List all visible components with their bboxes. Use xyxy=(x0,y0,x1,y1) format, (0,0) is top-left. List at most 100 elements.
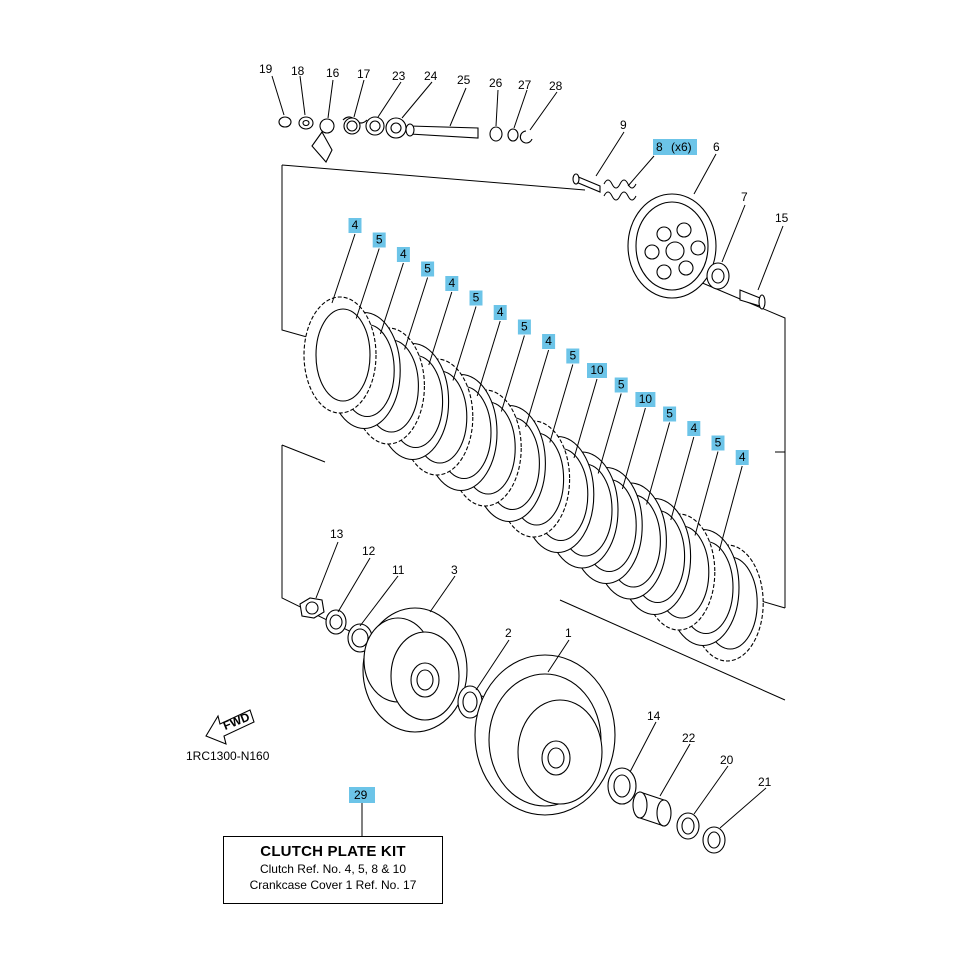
callout-1: 1 xyxy=(565,626,572,640)
callout-12: 12 xyxy=(362,544,376,558)
plate-label-highlight-2 xyxy=(372,232,386,248)
callout-16: 16 xyxy=(326,66,340,80)
plate-label-highlight-16 xyxy=(711,435,725,451)
plate-label-7: 4 xyxy=(497,305,504,319)
plate-leader-10 xyxy=(549,364,574,443)
plate-leader-5 xyxy=(428,291,453,366)
lower-callout-labels: 13 12 11 3 2 1 14 22 20 21 29 xyxy=(330,527,772,803)
callout-24: 24 xyxy=(424,69,438,83)
callout-20: 20 xyxy=(720,753,734,767)
plate-label-highlight-9 xyxy=(542,334,556,349)
plate-label-highlight-8 xyxy=(517,319,531,335)
clutch-plate-kit-box: CLUTCH PLATE KIT Clutch Ref. No. 4, 5, 8… xyxy=(223,836,443,904)
plate-label-highlight-14 xyxy=(663,406,677,422)
plate-label-5: 4 xyxy=(448,276,455,290)
kit-title: CLUTCH PLATE KIT xyxy=(260,843,406,860)
plate-label-17: 4 xyxy=(739,450,746,464)
plate-label-6: 5 xyxy=(473,291,480,305)
plate-label-13: 10 xyxy=(639,392,653,406)
plate-leader-12 xyxy=(597,393,622,474)
callout-15: 15 xyxy=(775,211,789,225)
callout-18: 18 xyxy=(291,64,305,78)
callout-22: 22 xyxy=(682,731,696,745)
callout-2: 2 xyxy=(505,626,512,640)
right-callout-labels: 9 8 (x6) 6 7 15 xyxy=(620,118,789,225)
lower-parts xyxy=(299,597,726,854)
plate-label-highlight-3 xyxy=(396,247,410,262)
plate-leader-3 xyxy=(379,262,404,335)
fwd-arrow-icon: FWD xyxy=(205,709,255,745)
callout-6: 6 xyxy=(713,140,720,154)
callout-8: 8 xyxy=(656,140,663,154)
plate-label-1: 4 xyxy=(352,218,359,232)
callout-25: 25 xyxy=(457,73,471,87)
plate-label-12: 5 xyxy=(618,378,625,392)
plate-leader-7 xyxy=(476,320,501,397)
kit-line-2: Crankcase Cover 1 Ref. No. 17 xyxy=(249,878,417,892)
right-leaders xyxy=(595,131,784,291)
plate-label-highlight-17 xyxy=(735,450,749,465)
plate-label-highlight-11 xyxy=(587,363,607,378)
callout-8-highlight xyxy=(653,139,697,155)
top-leaders xyxy=(271,75,558,131)
callout-17: 17 xyxy=(357,67,371,81)
plate-leader-9 xyxy=(525,349,550,428)
plate-leader-2 xyxy=(355,248,380,319)
callout-28: 28 xyxy=(549,79,563,93)
callout-21: 21 xyxy=(758,775,772,789)
plate-label-3: 4 xyxy=(400,247,407,261)
callout-13: 13 xyxy=(330,527,344,541)
plate-label-highlight-4 xyxy=(421,261,435,277)
callout-29-highlight xyxy=(349,787,375,803)
plate-label-4: 5 xyxy=(424,262,431,276)
plate-label-15: 4 xyxy=(690,421,697,435)
callout-9: 9 xyxy=(620,118,627,132)
callout-3: 3 xyxy=(451,563,458,577)
lower-leaders xyxy=(315,541,767,836)
kit-line-1: Clutch Ref. No. 4, 5, 8 & 10 xyxy=(259,862,407,876)
callout-27: 27 xyxy=(518,78,532,92)
top-shaft-parts xyxy=(278,116,533,163)
plate-leader-17 xyxy=(718,465,743,552)
plate-label-14: 5 xyxy=(666,407,673,421)
plate-label-highlight-1 xyxy=(348,218,362,233)
plate-leader-15 xyxy=(670,436,695,521)
plate-leader-13 xyxy=(621,407,646,490)
callout-29: 29 xyxy=(354,788,368,802)
callout-14: 14 xyxy=(647,709,661,723)
plate-label-10: 5 xyxy=(569,349,576,363)
plate-label-highlight-6 xyxy=(469,290,483,306)
plate-leaders xyxy=(331,233,743,552)
plate-leader-16 xyxy=(694,451,719,536)
plate-label-highlight-12 xyxy=(614,377,628,393)
callout-19: 19 xyxy=(259,62,273,76)
clutch-plate-stack xyxy=(303,296,764,662)
clutch-plate-1 xyxy=(303,296,377,414)
plate-leader-4 xyxy=(404,277,429,350)
plate-label-highlight-13 xyxy=(635,392,656,407)
plate-label-highlight-5 xyxy=(445,276,459,291)
callout-11: 11 xyxy=(392,563,405,577)
plate-label-11: 10 xyxy=(590,363,604,377)
plate-leader-6 xyxy=(452,306,477,381)
callout-8-qty: (x6) xyxy=(671,140,692,154)
callout-7: 7 xyxy=(741,190,748,204)
diagram-code: 1RC1300-N160 xyxy=(186,749,270,763)
callout-23: 23 xyxy=(392,69,406,83)
plate-label-highlight-10 xyxy=(566,348,580,364)
plate-labels: 4 5 4 5 4 5 4 5 4 5 10 5 10 5 4 5 4 xyxy=(348,218,749,465)
plate-label-2: 5 xyxy=(376,233,383,247)
plate-label-highlight-7 xyxy=(493,305,507,320)
callout-26: 26 xyxy=(489,76,503,90)
plate-label-16: 5 xyxy=(715,436,722,450)
plate-label-9: 4 xyxy=(545,334,552,348)
plate-label-8: 5 xyxy=(521,320,528,334)
top-callout-labels: 19 18 16 17 23 24 25 26 27 28 xyxy=(259,62,563,93)
plate-label-highlight-15 xyxy=(687,421,701,436)
plate-leader-11 xyxy=(573,378,598,459)
plate-leader-1 xyxy=(331,233,356,304)
pressure-plate-group xyxy=(572,173,766,310)
plate-leader-14 xyxy=(646,422,671,505)
plate-leader-8 xyxy=(500,335,525,412)
